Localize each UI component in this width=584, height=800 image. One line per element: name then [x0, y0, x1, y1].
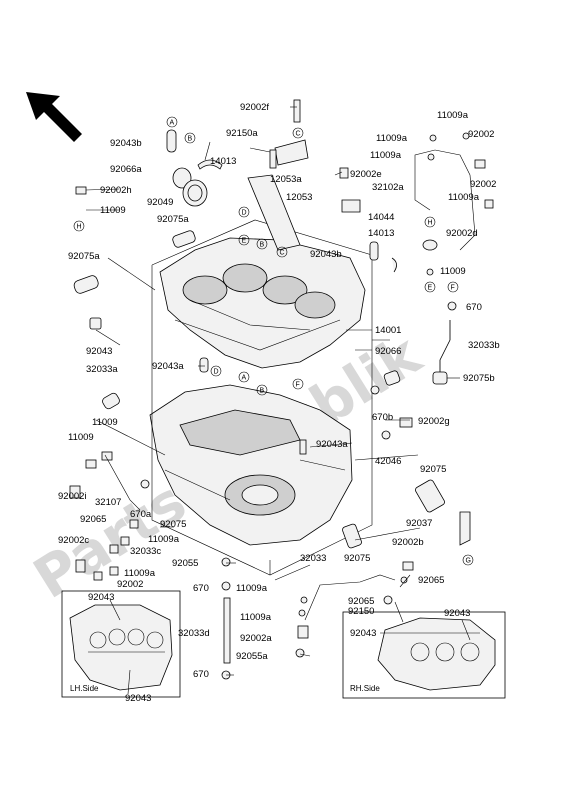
- label-14001: 14001: [375, 325, 401, 336]
- inset-left-side: LH.Side: [61, 590, 181, 698]
- label-92002b: 92002b: [392, 537, 424, 548]
- inset-right-caption: RH.Side: [350, 684, 380, 693]
- callout-b-lower: B: [260, 388, 265, 395]
- callout-h-left: H: [77, 224, 82, 231]
- label-32033a: 32033a: [86, 364, 118, 375]
- label-92043-1: 92043: [86, 346, 112, 357]
- label-92043-2: 92043: [88, 592, 114, 603]
- label-11009-1: 11009: [100, 205, 126, 216]
- callout-a-top: A: [170, 120, 175, 127]
- label-32102a: 32102a: [372, 182, 404, 193]
- label-11009-4: 11009: [68, 432, 94, 443]
- label-670-2: 670: [193, 583, 209, 594]
- label-11009a-4: 11009a: [448, 192, 480, 203]
- callout-markers: A B C D E B C H E F H D A B F G: [73, 116, 474, 566]
- label-11009a-6: 11009a: [124, 568, 156, 579]
- label-14013-2: 14013: [368, 228, 394, 239]
- label-92002g: 92002g: [418, 416, 450, 427]
- label-670-1: 670: [466, 302, 482, 313]
- callout-g-right: G: [466, 558, 471, 565]
- callout-c-upper: C: [280, 250, 285, 257]
- label-92043-3: 92043: [444, 608, 470, 619]
- label-14013-1: 14013: [210, 156, 236, 167]
- label-92002a: 92002a: [240, 633, 272, 644]
- crankcase-lower: [149, 384, 353, 546]
- label-14044: 14044: [368, 212, 394, 223]
- label-92002d: 92002d: [446, 228, 478, 239]
- label-670-3: 670: [193, 669, 209, 680]
- callout-d-lower: D: [214, 369, 219, 376]
- assembly-guide-lines: [151, 219, 390, 576]
- label-92150a: 92150a: [226, 128, 258, 139]
- label-670b: 670b: [372, 412, 393, 423]
- label-92043b-2: 92043b: [310, 249, 342, 260]
- callout-c-top: C: [296, 131, 301, 138]
- label-92002-3: 92002: [117, 579, 143, 590]
- label-42046: 42046: [375, 456, 401, 467]
- callout-f-right: F: [451, 285, 455, 292]
- direction-arrow-icon: [26, 92, 82, 142]
- label-11009a-8: 11009a: [240, 612, 272, 623]
- callout-a-lower: A: [242, 375, 247, 382]
- label-12053a: 12053a: [270, 174, 302, 185]
- label-11009a-2: 11009a: [376, 133, 408, 144]
- label-92049: 92049: [147, 197, 173, 208]
- label-32033c: 32033c: [130, 546, 161, 557]
- label-92002i: 92002i: [58, 491, 87, 502]
- label-92075a-2: 92075a: [68, 251, 100, 262]
- label-92065-2: 92065: [418, 575, 444, 586]
- label-92002-2: 92002: [470, 179, 496, 190]
- label-92002-1: 92002: [468, 129, 494, 140]
- crankcase-upper: [159, 237, 366, 369]
- label-32033: 32033: [300, 553, 326, 564]
- label-11009a-7: 11009a: [236, 583, 268, 594]
- label-92043-5: 92043: [125, 693, 151, 704]
- label-11009a-3: 11009a: [370, 150, 402, 161]
- callout-b-upper: B: [260, 242, 265, 249]
- callout-d-upper: D: [242, 210, 247, 217]
- label-92002f: 92002f: [240, 102, 269, 113]
- label-92150: 92150: [348, 606, 374, 617]
- label-92065-1: 92065: [80, 514, 106, 525]
- label-92002h: 92002h: [100, 185, 132, 196]
- label-92043a-2: 92043a: [316, 439, 348, 450]
- label-32033b: 32033b: [468, 340, 500, 351]
- label-92066a: 92066a: [110, 164, 142, 175]
- part-labels: 92002f 11009a 92150a 11009a 92002 92043b…: [58, 102, 500, 704]
- inset-right-side: RH.Side: [342, 611, 506, 699]
- callout-f-lower: F: [296, 382, 300, 389]
- label-32033d: 32033d: [178, 628, 210, 639]
- label-92075b: 92075b: [463, 373, 495, 384]
- label-12053: 12053: [286, 192, 312, 203]
- label-92075-2: 92075: [160, 519, 186, 530]
- label-92043b-1: 92043b: [110, 138, 142, 149]
- callout-h-right: H: [428, 220, 433, 227]
- label-11009-3: 11009: [92, 417, 118, 428]
- label-11009a-5: 11009a: [148, 534, 180, 545]
- callout-e-upper: E: [242, 238, 247, 245]
- label-92055a: 92055a: [236, 651, 268, 662]
- label-32107: 32107: [95, 497, 121, 508]
- label-92075a-1: 92075a: [157, 214, 189, 225]
- callout-e-right: E: [428, 285, 433, 292]
- label-92055: 92055: [172, 558, 198, 569]
- label-11009-2: 11009: [440, 266, 466, 277]
- label-670a: 670a: [130, 509, 152, 520]
- label-92043a-1: 92043a: [152, 361, 184, 372]
- label-92002c: 92002c: [58, 535, 89, 546]
- small-parts: [69, 99, 494, 680]
- label-92066: 92066: [375, 346, 401, 357]
- label-11009a-1: 11009a: [437, 110, 469, 121]
- label-92037: 92037: [406, 518, 432, 529]
- label-92065-3: 92065: [348, 596, 374, 607]
- inset-left-caption: LH.Side: [70, 684, 99, 693]
- label-92043-4: 92043: [350, 628, 376, 639]
- label-92075-1: 92075: [420, 464, 446, 475]
- callout-b-top: B: [188, 136, 193, 143]
- label-92075-3: 92075: [344, 553, 370, 564]
- label-92002e: 92002e: [350, 169, 382, 180]
